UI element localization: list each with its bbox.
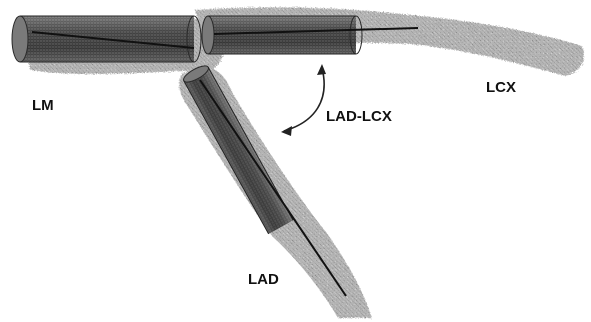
cylinder-lcx: [202, 16, 362, 54]
bifurcation-arrow: [281, 64, 326, 136]
arrow-head-bottom: [281, 126, 292, 136]
label-lad: LAD: [248, 271, 279, 288]
label-lm: LM: [32, 97, 54, 114]
label-lcx: LCX: [486, 79, 516, 96]
arrow-head-top: [317, 64, 326, 75]
centerline-lad: [200, 80, 346, 296]
label-bifurcation: LAD-LCX: [326, 108, 392, 125]
cylinder-lad: [181, 63, 293, 234]
